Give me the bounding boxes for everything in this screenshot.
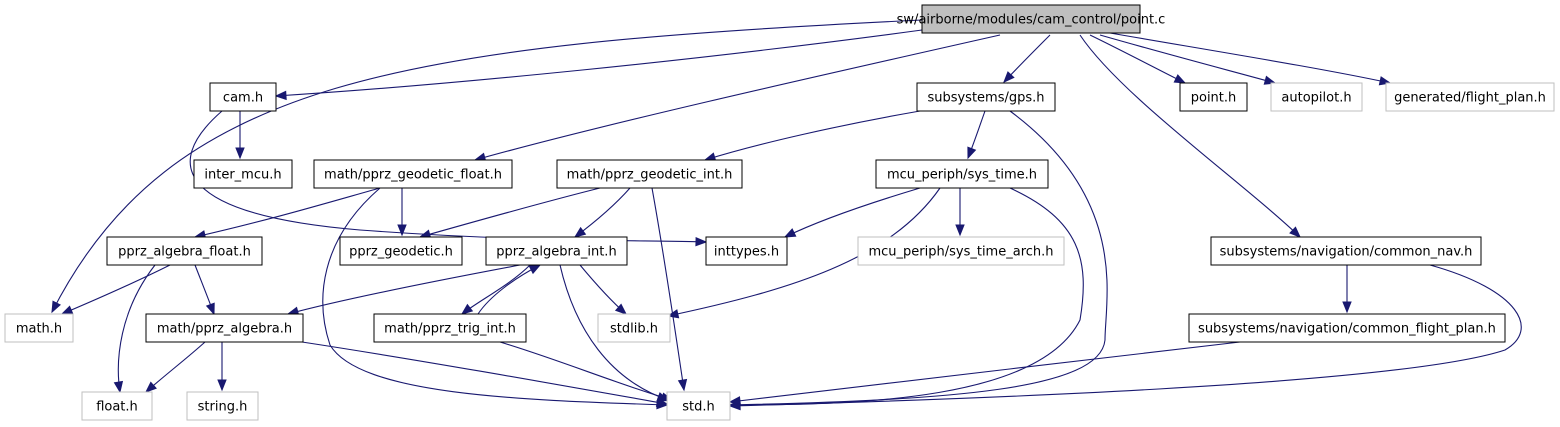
edge-geo_int-to-alg_int [573, 187, 631, 238]
edge-sys_time-to-std [728, 187, 1084, 410]
edge-alg_int-to-trig_int [460, 264, 531, 315]
node-label: subsystems/gps.h [927, 91, 1044, 106]
node-geo-float[interactable]: math/pprz_geodetic_float.h [313, 159, 513, 189]
edge-root-to-point [1089, 34, 1187, 84]
node-label: math/pprz_geodetic_int.h [567, 168, 733, 183]
edge-geo_float-to-std [322, 187, 669, 410]
node-label: autopilot.h [1281, 91, 1351, 106]
node-autopilot[interactable]: autopilot.h [1270, 82, 1363, 112]
edge-root-to-flightplan [1109, 32, 1392, 86]
edge-trig_int-to-std [499, 341, 674, 402]
edge-common_nav-to-common_fp [1342, 264, 1352, 314]
node-label: pprz_algebra_int.h [496, 245, 616, 260]
node-std[interactable]: std.h [666, 391, 731, 421]
node-label: pprz_algebra_float.h [118, 245, 251, 260]
node-label: pprz_geodetic.h [349, 245, 453, 260]
node-label: math.h [16, 322, 62, 337]
node-geo-int[interactable]: math/pprz_geodetic_int.h [556, 159, 743, 189]
edge-sys_time-to-inttypes [783, 187, 921, 238]
node-root[interactable]: sw/airborne/modules/cam_control/point.c [897, 4, 1166, 34]
edge-alg_float-to-math [60, 264, 171, 315]
edge-root-to-cam [274, 29, 923, 101]
node-math[interactable]: math.h [4, 313, 74, 343]
node-alg-int[interactable]: pprz_algebra_int.h [485, 236, 628, 266]
node-trig-int[interactable]: math/pprz_trig_int.h [373, 313, 527, 343]
node-cam[interactable]: cam.h [209, 82, 277, 112]
node-sys-time[interactable]: mcu_periph/sys_time.h [875, 159, 1049, 189]
edge-root-to-math [51, 19, 923, 314]
edge-geo_float-to-geodetic [397, 188, 407, 237]
node-float[interactable]: float.h [81, 391, 153, 421]
node-label: inter_mcu.h [204, 168, 281, 183]
edge-trig_int-to-alg_int [477, 264, 542, 315]
node-flightplan[interactable]: generated/flight_plan.h [1385, 82, 1555, 112]
node-layer: sw/airborne/modules/cam_control/point.cc… [4, 4, 1555, 421]
node-label: math/pprz_geodetic_float.h [324, 168, 502, 183]
edge-alg-to-float [144, 341, 206, 393]
node-label: math/pprz_trig_int.h [384, 322, 516, 337]
edge-geo_int-to-std [651, 187, 688, 392]
edge-gps-to-sys_time [967, 110, 986, 160]
node-label: mcu_periph/sys_time_arch.h [868, 245, 1053, 260]
node-inttypes[interactable]: inttypes.h [705, 236, 788, 266]
node-label: subsystems/navigation/common_nav.h [1220, 245, 1473, 260]
edge-root-to-common_nav [1079, 34, 1301, 238]
node-label: point.h [1191, 91, 1237, 106]
node-common-nav[interactable]: subsystems/navigation/common_nav.h [1210, 236, 1482, 266]
edge-sys_time-to-stdlib [666, 187, 941, 319]
edge-common_fp-to-std [728, 341, 1241, 406]
edge-gps-to-geo_int [703, 110, 921, 162]
node-geodetic[interactable]: pprz_geodetic.h [339, 236, 463, 266]
node-label: float.h [96, 400, 138, 415]
edge-layer [51, 19, 1522, 411]
node-string[interactable]: string.h [186, 391, 259, 421]
node-label: generated/flight_plan.h [1394, 91, 1546, 106]
edge-alg_float-to-float [113, 264, 156, 394]
node-label: inttypes.h [714, 245, 779, 260]
edge-alg-to-string [217, 342, 227, 392]
edge-root-to-gps [1003, 34, 1051, 83]
node-label: math/pprz_algebra.h [157, 322, 292, 337]
node-stdlib[interactable]: stdlib.h [597, 313, 671, 343]
edge-geo_int-to-geodetic [418, 187, 601, 239]
edge-cam-to-inttypes [189, 110, 708, 247]
node-common-fp[interactable]: subsystems/navigation/common_flight_plan… [1188, 313, 1506, 343]
node-label: sw/airborne/modules/cam_control/point.c [897, 13, 1166, 28]
edge-cam-to-inter_mcu [235, 111, 245, 160]
node-point[interactable]: point.h [1179, 82, 1248, 112]
edge-alg_int-to-stdlib [579, 264, 628, 315]
node-inter-mcu[interactable]: inter_mcu.h [193, 159, 293, 189]
edge-geo_float-to-alg_float [193, 187, 381, 240]
node-label: stdlib.h [610, 322, 658, 337]
node-sys-time-arch[interactable]: mcu_periph/sys_time_arch.h [857, 236, 1065, 266]
node-label: std.h [682, 400, 715, 415]
node-label: cam.h [223, 91, 263, 106]
edge-root-to-autopilot [1099, 34, 1277, 85]
node-label: string.h [198, 400, 248, 415]
node-gps[interactable]: subsystems/gps.h [916, 82, 1056, 112]
node-alg-float[interactable]: pprz_algebra_float.h [106, 236, 263, 266]
edge-alg_float-to-alg [194, 264, 215, 316]
node-alg[interactable]: math/pprz_algebra.h [145, 313, 304, 343]
node-label: subsystems/navigation/common_flight_plan… [1198, 322, 1496, 337]
edge-sys_time-to-sys_time_arch [955, 188, 965, 237]
edge-alg-to-std [301, 341, 669, 407]
node-label: mcu_periph/sys_time.h [887, 168, 1037, 183]
